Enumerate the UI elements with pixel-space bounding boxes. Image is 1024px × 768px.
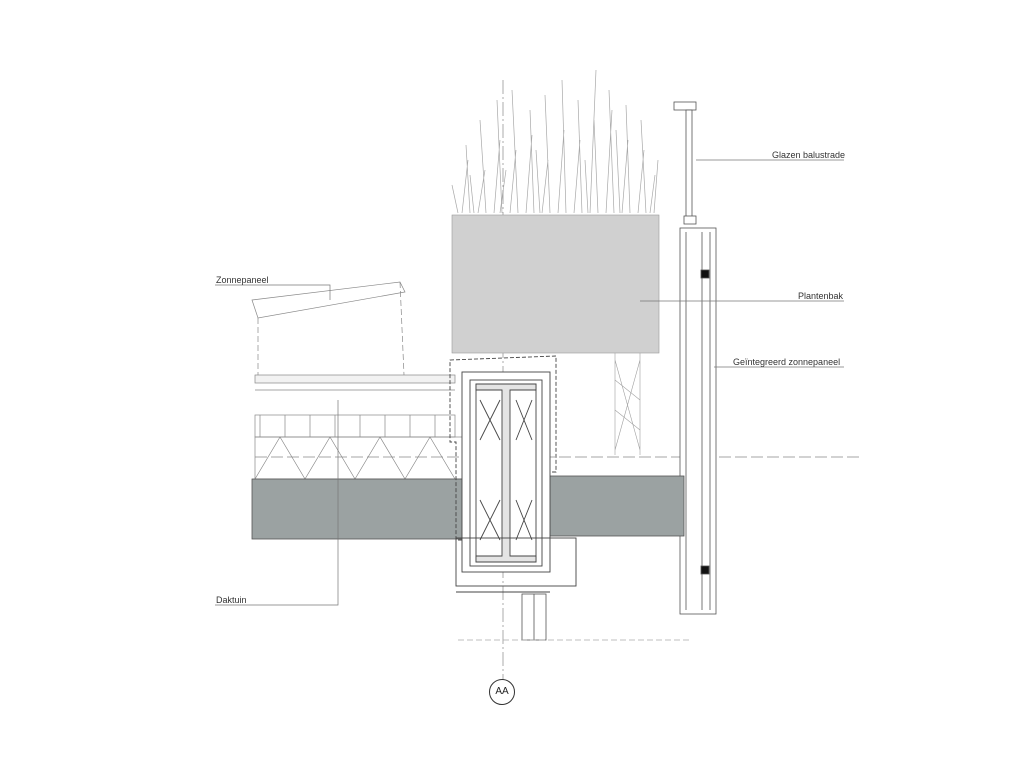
label-glass-balustrade: Glazen balustrade [772,150,846,160]
planter-box [451,214,660,354]
label-planter: Plantenbak [798,291,844,301]
integrated-solar-panel [679,227,717,615]
steel-beam-assembly [449,355,577,593]
planter-support [614,353,641,455]
window-frame [458,593,690,641]
roof-solar-panel [251,281,406,376]
grass-strokes [451,69,659,214]
concrete-cantilever [547,475,685,537]
leader-lines [215,159,844,606]
roof-buildup [254,374,466,480]
glass-balustrade [673,101,697,225]
label-roof-garden: Daktuin [216,595,247,605]
label-solar-panel: Zonnepaneel [216,275,269,285]
section-marker: AA [489,679,515,705]
label-integrated-solar-panel: Geïntegreerd zonnepaneel [733,357,841,367]
